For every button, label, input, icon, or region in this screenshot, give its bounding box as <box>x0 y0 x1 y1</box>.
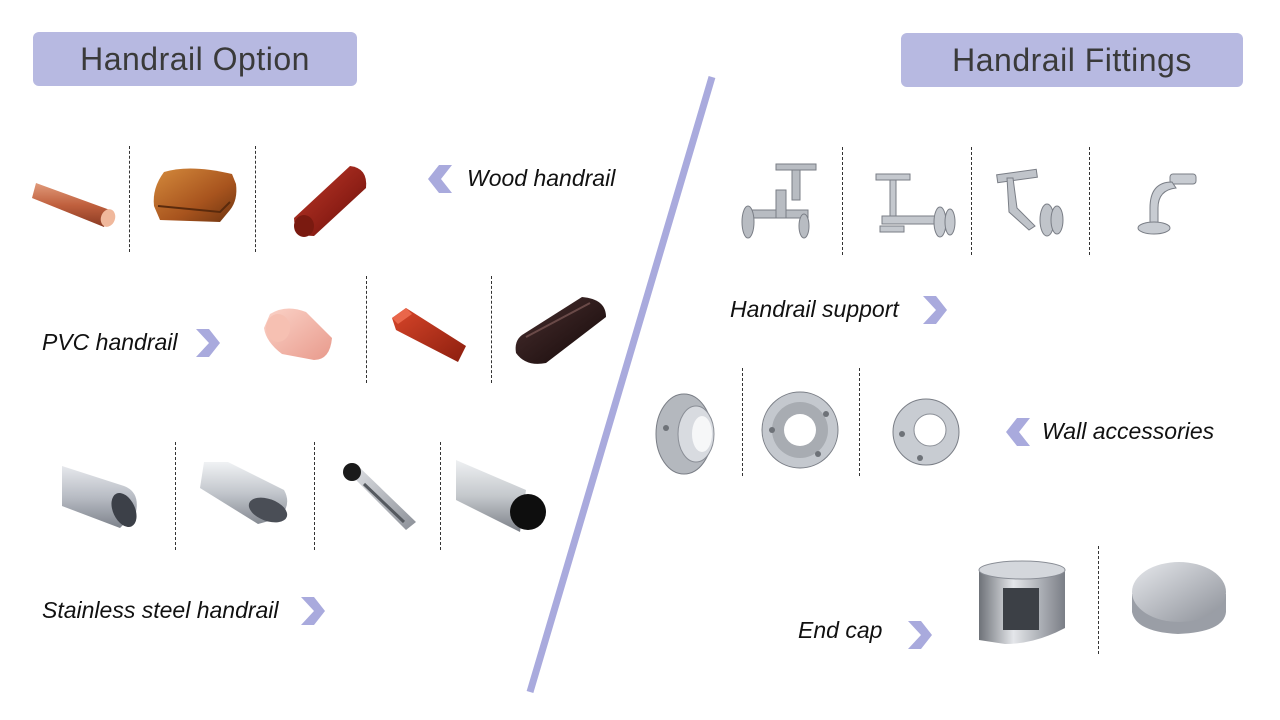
divider <box>1098 546 1099 654</box>
divider <box>129 146 130 252</box>
chevron-right-icon <box>196 329 220 357</box>
chevron-right-icon <box>908 621 932 649</box>
divider <box>1089 147 1090 255</box>
divider <box>491 276 492 383</box>
chevron-left-icon <box>428 165 452 193</box>
end-cap-label: End cap <box>798 617 883 643</box>
pvc-handrail-black-image <box>512 295 608 370</box>
stainless-oval-tube-image <box>62 460 144 532</box>
wood-handrail-label: Wood handrail <box>467 165 616 191</box>
handrail-fittings-title: Handrail Fittings <box>901 33 1243 87</box>
stainless-flat-oval-image <box>198 460 293 532</box>
divider <box>175 442 176 550</box>
wall-flange-2-image <box>760 390 840 470</box>
chevron-left-icon <box>1006 418 1030 446</box>
wood-handrail-profile-image <box>150 162 245 232</box>
handrail-support-label: Handrail support <box>730 296 899 322</box>
wall-flange-1-image <box>650 388 720 478</box>
divider <box>314 442 315 550</box>
stainless-slotted-tube-image <box>340 462 418 532</box>
divider <box>255 146 256 252</box>
handrail-support-bracket-4-image <box>1132 172 1202 242</box>
pvc-handrail-label: PVC handrail <box>42 329 178 355</box>
divider <box>859 368 860 476</box>
chevron-right-icon <box>923 296 947 324</box>
wall-flange-3-image <box>890 396 962 468</box>
end-cap-round-image <box>1128 558 1230 638</box>
handrail-support-bracket-3-image <box>995 168 1070 244</box>
chevron-right-icon <box>301 597 325 625</box>
divider <box>971 147 972 255</box>
divider <box>440 442 441 550</box>
handrail-support-bracket-2-image <box>872 170 958 242</box>
pvc-handrail-pink-image <box>258 302 338 367</box>
wood-handrail-round-image <box>30 165 125 235</box>
wall-accessories-label: Wall accessories <box>1042 418 1215 444</box>
stainless-round-tube-image <box>456 460 548 535</box>
end-cap-slotted-image <box>975 558 1070 653</box>
handrail-option-title: Handrail Option <box>33 32 357 86</box>
handrail-support-bracket-1-image <box>738 160 818 245</box>
divider <box>742 368 743 476</box>
divider <box>842 147 843 255</box>
stainless-handrail-label: Stainless steel handrail <box>42 597 279 623</box>
wood-handrail-dark-image <box>288 162 373 240</box>
divider <box>366 276 367 383</box>
pvc-handrail-red-image <box>388 304 470 366</box>
